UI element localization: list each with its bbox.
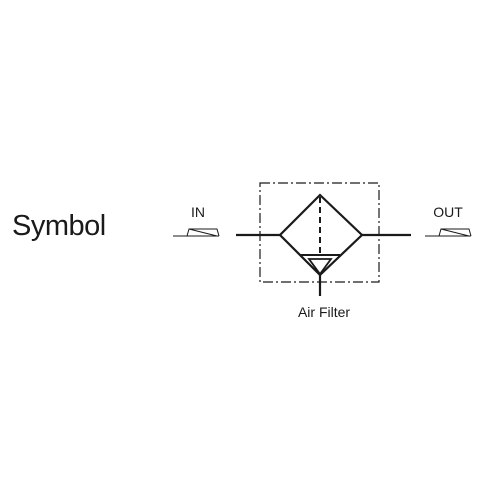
inlet-label: IN — [191, 204, 205, 220]
outlet-label: OUT — [433, 204, 463, 220]
page-title: Symbol — [12, 210, 106, 242]
symbol-caption: Air Filter — [298, 304, 350, 320]
outlet-flow-icon — [425, 228, 472, 237]
inlet-flow-icon — [173, 228, 220, 237]
drain-triangle — [307, 258, 333, 276]
